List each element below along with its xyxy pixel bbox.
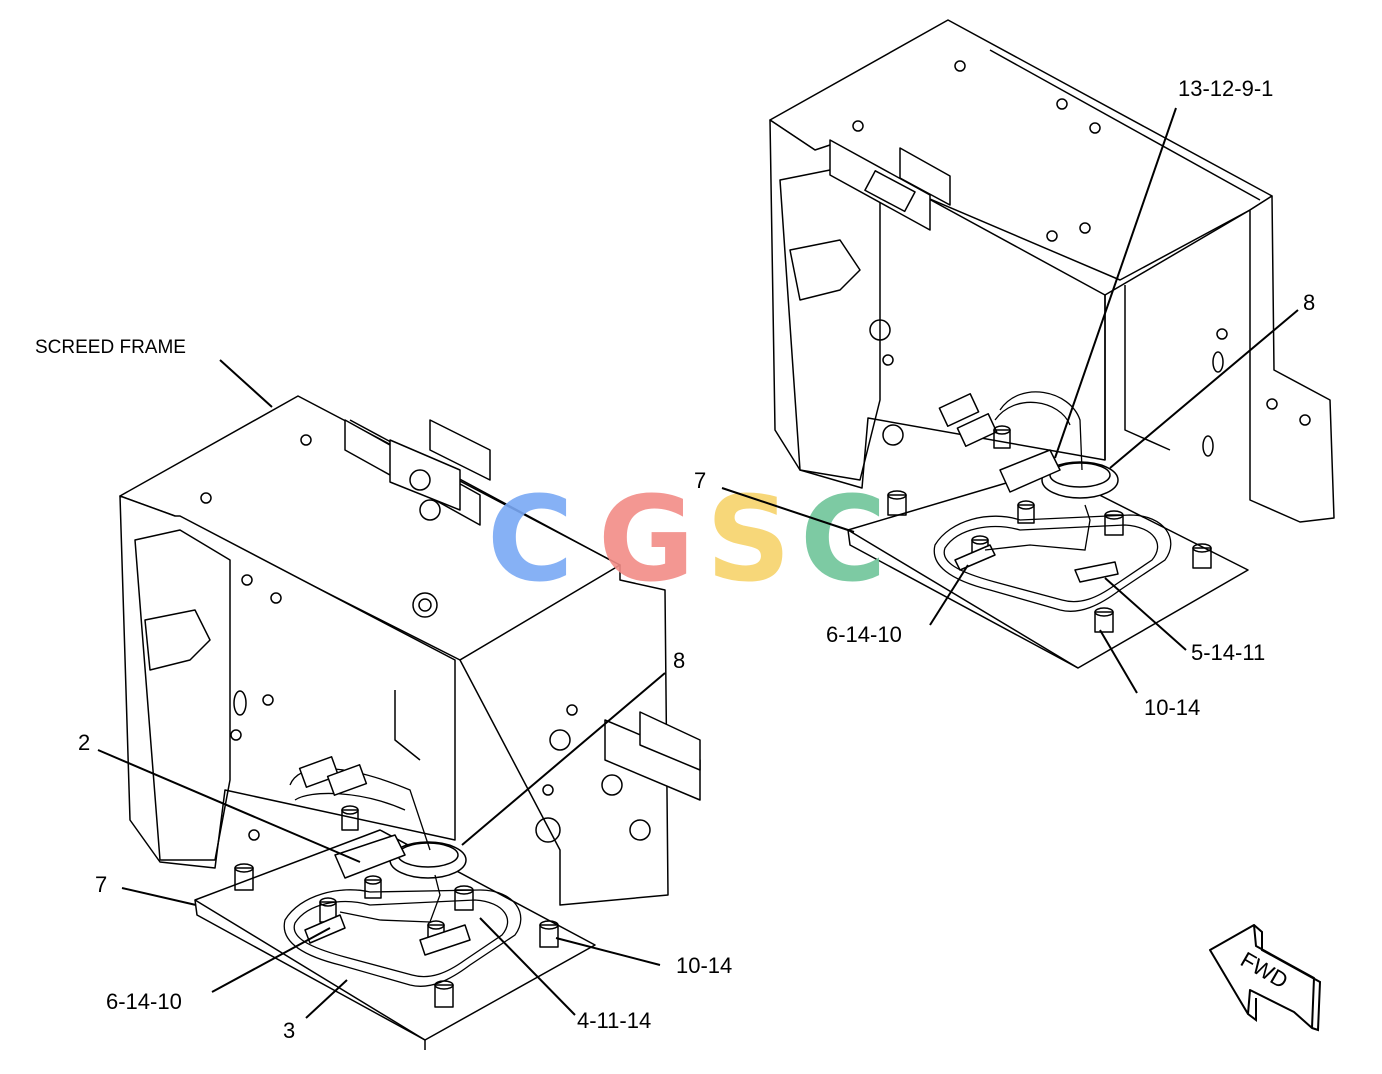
left-screed-frame	[119, 395, 701, 1050]
label-left-8: 8	[673, 648, 685, 673]
callouts: SCREED FRAME 2 7 8 6-14-10 3 4-11-14 10-…	[35, 76, 1315, 1043]
label-right-13-12-9-1: 13-12-9-1	[1178, 76, 1273, 101]
label-left-3: 3	[283, 1018, 295, 1043]
label-right-8: 8	[1303, 290, 1315, 315]
watermark-letter-c1: C	[487, 470, 574, 608]
label-left-7: 7	[95, 872, 107, 897]
label-left-2: 2	[78, 730, 90, 755]
label-right-5-14-11: 5-14-11	[1191, 640, 1265, 665]
label-left-6-14-10: 6-14-10	[106, 989, 182, 1014]
right-screed-frame	[769, 19, 1335, 669]
label-left-10-14: 10-14	[676, 953, 732, 978]
watermark-letter-c2: C	[800, 470, 887, 608]
leader-lines	[97, 107, 1299, 1019]
label-left-4-11-14: 4-11-14	[577, 1008, 651, 1033]
label-right-10-14: 10-14	[1144, 695, 1200, 720]
label-screed-frame: SCREED FRAME	[35, 337, 186, 358]
watermark-letter-s: S	[706, 470, 791, 608]
fwd-arrow-icon: FWD	[1209, 924, 1322, 1032]
watermark: C G S C	[487, 470, 887, 608]
watermark-letter-g: G	[598, 470, 695, 608]
label-right-7: 7	[694, 468, 706, 493]
label-right-6-14-10: 6-14-10	[826, 622, 902, 647]
